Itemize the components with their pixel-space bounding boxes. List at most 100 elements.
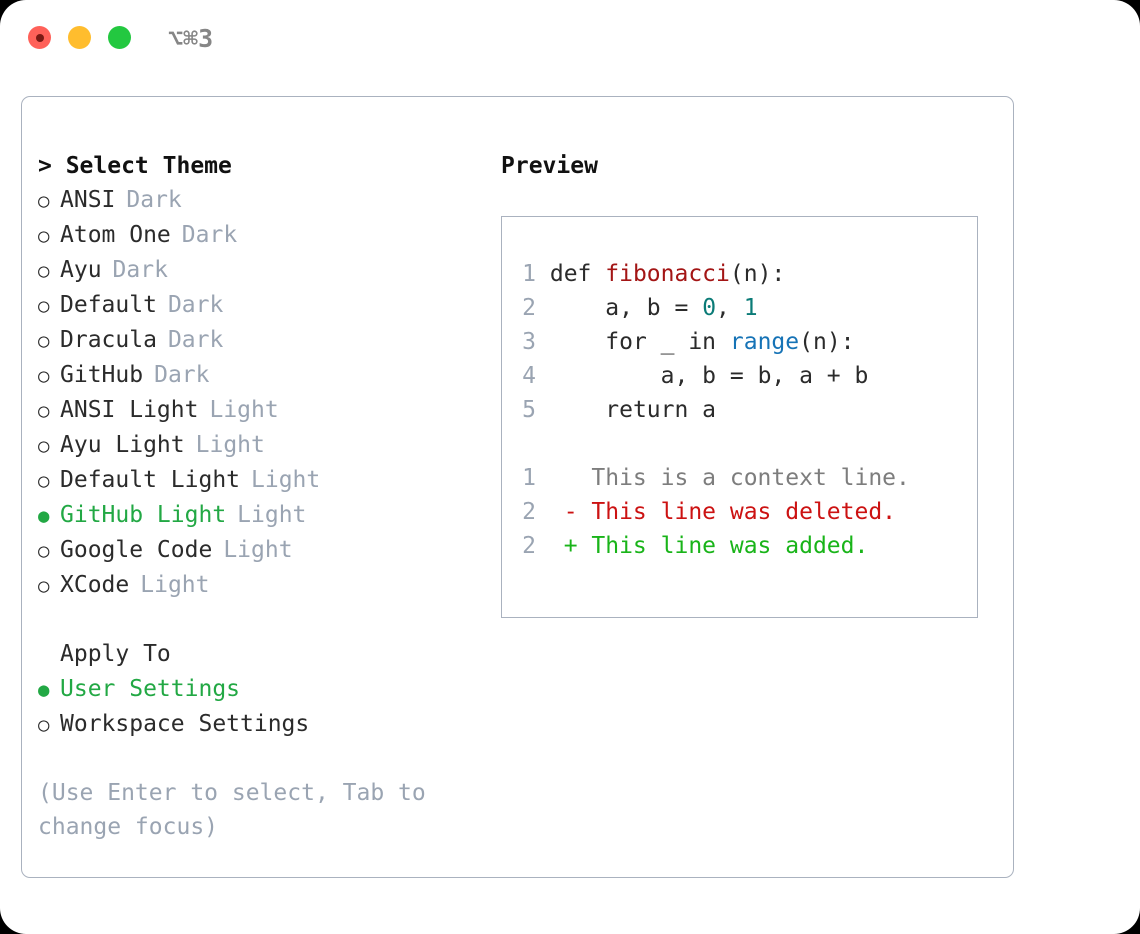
apply-to-option-workspace-settings[interactable]: ○Workspace Settings — [38, 707, 478, 742]
maximize-window-button[interactable] — [108, 26, 131, 49]
radio-selected-icon: ● — [38, 505, 50, 527]
diff-line-context: 1 This is a context line. — [521, 461, 910, 495]
radio-unselected-icon: ○ — [38, 400, 50, 422]
theme-option-label: ANSI — [60, 187, 116, 213]
theme-variant-tag: Light — [237, 502, 307, 528]
diff-text: This line was added. — [591, 533, 869, 559]
theme-option-label: ANSI Light — [60, 397, 199, 423]
title-bar: ⌥⌘3 — [0, 0, 1140, 78]
code-token: fibonacci — [605, 261, 730, 287]
code-line: 3 for _ in range(n): — [521, 325, 910, 359]
theme-variant-tag: Dark — [167, 292, 224, 318]
code-token: (n): — [799, 329, 855, 355]
theme-variant-tag: Light — [251, 467, 321, 493]
code-line: 1 def fibonacci(n): — [521, 257, 910, 291]
code-token: 1 — [743, 295, 758, 321]
close-window-button[interactable] — [28, 26, 51, 49]
window-controls — [28, 26, 131, 49]
code-gutter-space — [536, 363, 550, 389]
theme-option-default[interactable]: ○ Default Dark — [38, 288, 478, 323]
preview-heading: Preview — [501, 153, 598, 179]
theme-option-label: Google Code — [60, 537, 213, 563]
theme-variant-tag: Light — [223, 537, 293, 563]
line-number: 5 — [522, 397, 536, 423]
theme-option-github-light[interactable]: ● GitHub Light Light — [38, 498, 478, 533]
code-token: (n): — [729, 261, 786, 287]
line-number: 2 — [522, 295, 536, 321]
radio-unselected-icon: ○ — [38, 330, 50, 352]
code-token: range — [729, 329, 800, 355]
code-token: for _ in — [549, 329, 730, 355]
diff-marker: - — [536, 499, 592, 525]
keyboard-shortcut-label: ⌥⌘3 — [168, 24, 214, 53]
theme-option-github[interactable]: ○ GitHub Dark — [38, 358, 478, 393]
theme-variant-tag: Dark — [167, 327, 224, 353]
keyboard-hint-text: (Use Enter to select, Tab to change focu… — [38, 780, 440, 840]
line-number: 3 — [522, 329, 536, 355]
apply-to-option-list[interactable]: ●User Settings○Workspace Settings — [38, 672, 478, 742]
radio-unselected-icon: ○ — [38, 575, 50, 597]
radio-unselected-icon: ○ — [38, 260, 50, 282]
code-token: return a — [549, 397, 717, 423]
radio-unselected-icon: ○ — [38, 225, 50, 247]
code-gutter-space — [536, 397, 550, 423]
theme-option-label: Ayu Light — [60, 432, 185, 458]
theme-option-label: GitHub — [60, 362, 144, 388]
theme-option-google-code[interactable]: ○ Google Code Light — [38, 533, 478, 568]
theme-variant-tag: Dark — [154, 362, 210, 388]
radio-unselected-icon: ○ — [38, 295, 50, 317]
theme-option-ayu[interactable]: ○ Ayu Dark — [38, 253, 478, 288]
theme-option-label: Atom One — [60, 222, 171, 248]
spacer-icon: ○ — [38, 638, 60, 672]
radio-unselected-icon: ○ — [38, 714, 50, 736]
line-number: 2 — [522, 533, 536, 559]
preview-column: Preview 1 def fibonacci(n):2 a, b = 0, 1… — [501, 149, 1001, 618]
theme-option-label: XCode — [60, 572, 130, 598]
code-gutter-space — [536, 295, 550, 321]
radio-selected-icon: ● — [38, 679, 50, 701]
theme-variant-tag: Dark — [126, 187, 182, 213]
theme-option-ansi-light[interactable]: ○ ANSI Light Light — [38, 393, 478, 428]
theme-variant-tag: Dark — [181, 222, 238, 248]
line-number: 4 — [522, 363, 536, 389]
theme-option-atom-one[interactable]: ○ Atom One Dark — [38, 218, 478, 253]
radio-unselected-icon: ○ — [38, 540, 50, 562]
code-line: 2 a, b = 0, 1 — [521, 291, 910, 325]
theme-variant-tag: Light — [195, 432, 265, 458]
code-token: a, b = b, a + b — [549, 363, 869, 389]
theme-variant-tag: Dark — [112, 257, 168, 283]
code-gutter-space — [536, 329, 550, 355]
theme-option-label: Dracula — [60, 327, 157, 353]
theme-option-label: Default — [60, 292, 157, 318]
theme-option-label: GitHub Light — [60, 502, 227, 528]
radio-unselected-icon: ○ — [38, 365, 50, 387]
line-number: 2 — [522, 499, 536, 525]
code-line: 4 a, b = b, a + b — [521, 359, 910, 393]
code-token: , — [716, 295, 744, 321]
diff-text: This is a context line. — [591, 465, 910, 491]
theme-option-ansi[interactable]: ○ ANSI Dark — [38, 183, 478, 218]
theme-variant-tag: Light — [209, 397, 279, 423]
radio-unselected-icon: ○ — [38, 190, 50, 212]
diff-marker — [536, 465, 591, 491]
select-theme-heading: > Select Theme — [38, 153, 232, 179]
apply-to-option-user-settings[interactable]: ●User Settings — [38, 672, 478, 707]
theme-option-label: Ayu — [60, 257, 102, 283]
theme-option-dracula[interactable]: ○ Dracula Dark — [38, 323, 478, 358]
theme-option-label: Default Light — [60, 467, 241, 493]
code-token: def — [549, 261, 606, 287]
minimize-window-button[interactable] — [68, 26, 91, 49]
diff-text: This line was deleted. — [591, 499, 897, 525]
diff-marker: + — [536, 533, 592, 559]
diff-line-added: 2 + This line was added. — [521, 529, 910, 563]
code-line: 5 return a — [521, 393, 910, 427]
code-gutter-space — [536, 261, 550, 287]
